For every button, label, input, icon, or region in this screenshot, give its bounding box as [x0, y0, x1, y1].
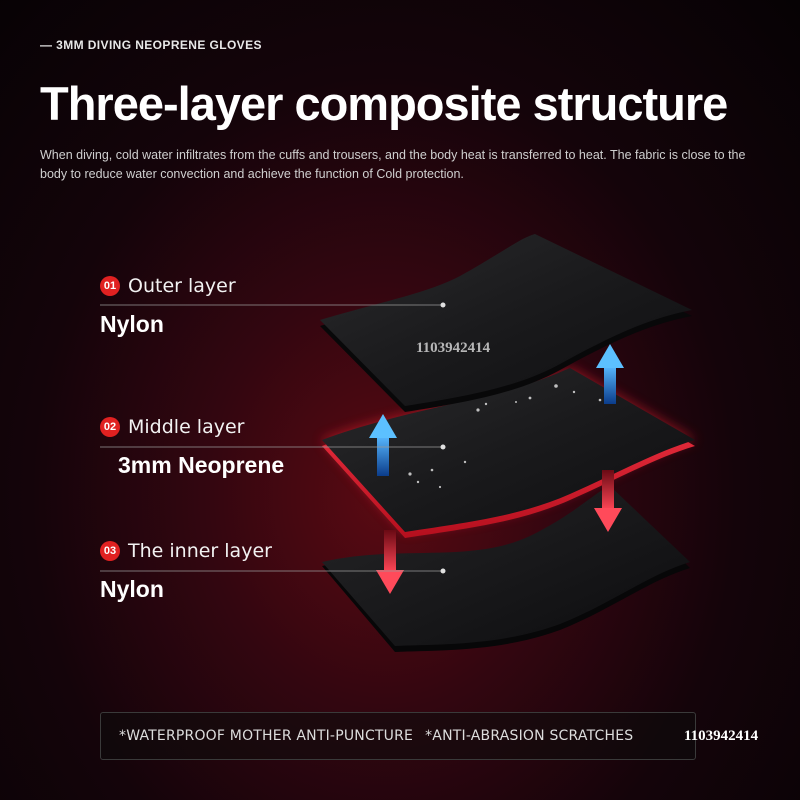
middle-layer-fabric [322, 368, 695, 538]
feature-item: *ANTI-ABRASION SCRATCHES [425, 728, 634, 744]
feature-item: *WATERPROOF MOTHER ANTI-PUNCTURE [119, 728, 414, 744]
arrow-up-icon [369, 414, 397, 476]
watermark-text: 1103942414 [684, 728, 759, 744]
feature-bar: *WATERPROOF MOTHER ANTI-PUNCTURE *ANTI-A… [100, 712, 696, 760]
layer-material: 3mm Neoprene [118, 452, 285, 478]
layer-name: The inner layer [128, 540, 272, 562]
layer-material: Nylon [100, 576, 164, 602]
layer-name: Middle layer [128, 416, 245, 438]
layer-label-inner: 03 The inner layer Nylon [100, 540, 272, 603]
layer-material: Nylon [100, 311, 164, 337]
number-badge: 02 [100, 417, 120, 437]
leader-lines [100, 304, 442, 572]
watermark-text: 1103942414 [416, 340, 491, 356]
description-text: When diving, cold water infiltrates from… [40, 148, 746, 181]
inner-layer-fabric [322, 486, 690, 652]
layer-label-outer: 01 Outer layer Nylon [100, 275, 236, 338]
arrow-down-icon [594, 470, 622, 532]
outer-layer-fabric [320, 234, 692, 412]
number-badge: 03 [100, 541, 120, 561]
arrow-up-icon [596, 344, 624, 404]
page-title: Three-layer composite structure [40, 77, 728, 130]
arrow-down-icon [376, 530, 404, 594]
product-eyebrow: — 3MM DIVING NEOPRENE GLOVES [40, 38, 262, 52]
layer-label-middle: 02 Middle layer 3mm Neoprene [100, 416, 284, 479]
leader-dots [440, 302, 446, 574]
layer-name: Outer layer [128, 275, 236, 297]
number-badge: 01 [100, 276, 120, 296]
